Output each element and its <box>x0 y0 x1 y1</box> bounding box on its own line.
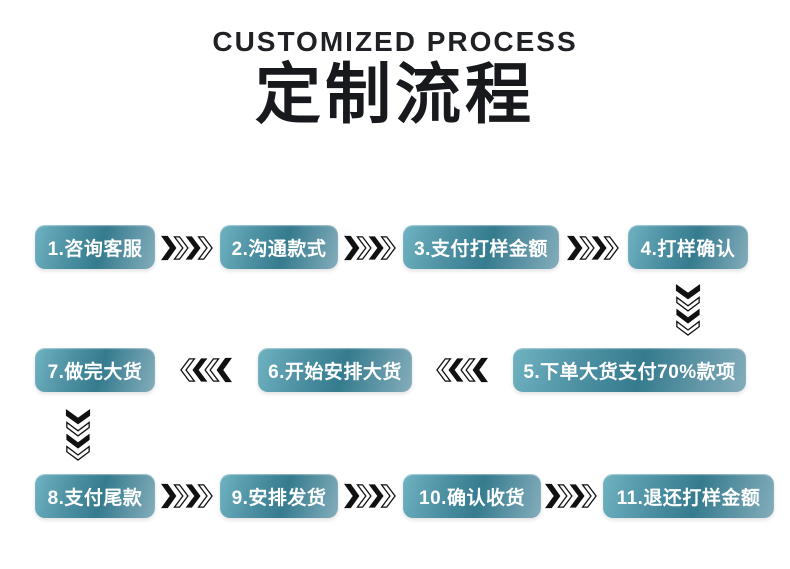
arrow-left-icon <box>180 357 232 383</box>
step-box-2: 2.沟通款式 <box>220 225 338 269</box>
step-box-6: 6.开始安排大货 <box>258 348 412 392</box>
step-box-4: 4.打样确认 <box>628 225 748 269</box>
arrow-right-icon <box>545 483 597 509</box>
subtitle-en: CUSTOMIZED PROCESS <box>212 26 578 57</box>
arrow-right-icon <box>344 235 396 261</box>
arrow-down-icon <box>65 409 91 461</box>
arrow-left-icon <box>436 357 488 383</box>
step-box-10: 10.确认收货 <box>403 474 541 518</box>
arrow-right-icon <box>567 235 619 261</box>
step-box-1: 1.咨询客服 <box>35 225 155 269</box>
step-box-8: 8.支付尾款 <box>35 474 155 518</box>
arrow-right-icon <box>161 235 213 261</box>
arrow-right-icon <box>161 483 213 509</box>
step-box-5: 5.下单大货支付70%款项 <box>513 348 746 392</box>
step-box-9: 9.安排发货 <box>220 474 338 518</box>
page-title: 定制流程 <box>255 57 535 131</box>
step-box-7: 7.做完大货 <box>35 348 155 392</box>
arrow-down-icon <box>675 284 701 336</box>
arrow-right-icon <box>344 483 396 509</box>
step-box-3: 3.支付打样金额 <box>403 225 559 269</box>
step-box-11: 11.退还打样金额 <box>603 474 774 518</box>
